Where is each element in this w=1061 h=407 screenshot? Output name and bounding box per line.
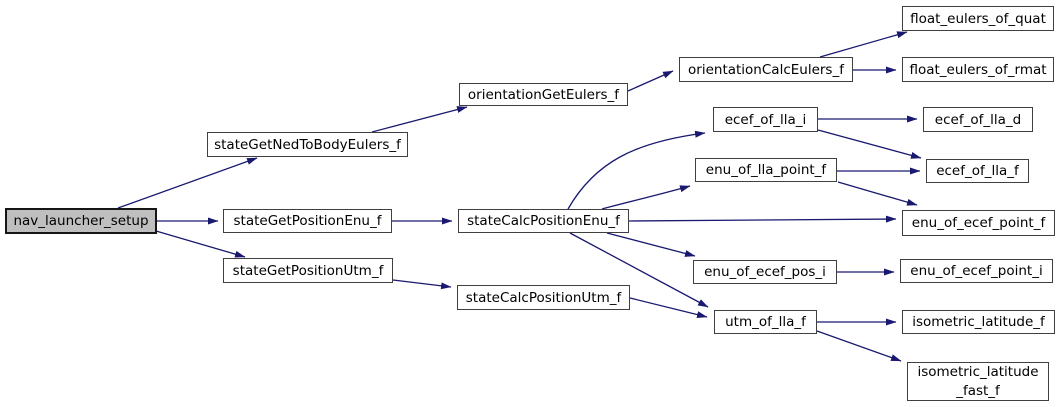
node-label: stateCalcPositionEnu_f [467,213,620,229]
node-isometric_latitude_f[interactable]: isometric_latitude_f [902,310,1055,334]
node-stateGetPositionEnu_f[interactable]: stateGetPositionEnu_f [223,209,392,233]
node-label: isometric_latitude _fast_f [917,364,1039,399]
edge-stateCalcPositionEnu_f-to-enu_of_lla_point_f [601,185,691,210]
node-ecef_of_lla_d[interactable]: ecef_of_lla_d [923,107,1033,132]
node-float_eulers_of_rmat[interactable]: float_eulers_of_rmat [902,57,1054,82]
node-label: stateGetNedToBodyEulers_f [214,136,401,153]
node-label: float_eulers_of_rmat [909,61,1047,78]
edge-utm_of_lla_f-to-isometric_latitude_fast_f [816,330,902,362]
node-label: orientationCalcEulers_f [688,61,844,78]
edge-orientationCalcEulers_f-to-float_eulers_of_quat [819,31,908,58]
node-ecef_of_lla_f[interactable]: ecef_of_lla_f [926,159,1029,183]
node-ecef_of_lla_i[interactable]: ecef_of_lla_i [713,107,818,132]
node-enu_of_ecef_point_f[interactable]: enu_of_ecef_point_f [902,210,1055,236]
edge-nav_launcher_setup-to-stateGetNedToBodyEulers_f [117,157,258,209]
node-label: float_eulers_of_quat [910,10,1046,27]
node-label: enu_of_ecef_pos_i [704,264,826,280]
edge-enu_of_lla_point_f-to-enu_of_ecef_point_f [837,181,918,206]
node-label: ecef_of_lla_d [934,111,1022,128]
edge-stateCalcPositionEnu_f-to-ecef_of_lla_i [567,130,706,210]
edge-stateCalcPositionEnu_f-to-enu_of_ecef_pos_i [606,232,696,257]
node-label: utm_of_lla_f [725,314,806,330]
node-orientationCalcEulers_f[interactable]: orientationCalcEulers_f [679,57,853,82]
edge-stateCalcPositionEnu_f-to-enu_of_ecef_point_f [628,215,897,223]
node-label: enu_of_ecef_point_i [910,263,1043,279]
edge-ecef_of_lla_i-to-ecef_of_lla_f [817,129,922,159]
edge-nav_launcher_setup-to-stateGetPositionUtm_f [155,230,246,258]
node-label: enu_of_lla_point_f [705,162,827,178]
node-utm_of_lla_f[interactable]: utm_of_lla_f [714,310,817,334]
node-float_eulers_of_quat[interactable]: float_eulers_of_quat [902,6,1054,31]
node-label: ecef_of_lla_f [936,163,1019,179]
edge-stateCalcPositionEnu_f-to-utm_of_lla_f [569,232,709,308]
node-stateCalcPositionEnu_f[interactable]: stateCalcPositionEnu_f [458,209,629,233]
node-label: stateCalcPositionUtm_f [465,289,622,306]
node-enu_of_lla_point_f[interactable]: enu_of_lla_point_f [695,158,837,182]
node-enu_of_ecef_point_i[interactable]: enu_of_ecef_point_i [900,259,1053,283]
node-label: nav_launcher_setup [13,213,149,229]
node-label: isometric_latitude_f [912,314,1045,330]
edge-orientationGetEulers_f-to-orientationCalcEulers_f [627,70,674,92]
edge-stateGetPositionUtm_f-to-stateCalcPositionUtm_f [392,279,452,290]
node-stateGetNedToBodyEulers_f[interactable]: stateGetNedToBodyEulers_f [207,132,408,157]
edge-stateGetNedToBodyEulers_f-to-orientationGetEulers_f [371,106,468,133]
node-label: stateGetPositionUtm_f [232,262,384,279]
node-label: orientationGetEulers_f [467,86,620,103]
node-orientationGetEulers_f[interactable]: orientationGetEulers_f [459,83,628,106]
node-enu_of_ecef_pos_i[interactable]: enu_of_ecef_pos_i [693,260,837,284]
node-label: enu_of_ecef_point_f [911,215,1046,231]
node-isometric_latitude_fast_f[interactable]: isometric_latitude _fast_f [907,362,1049,401]
node-label: ecef_of_lla_i [724,111,807,128]
edge-stateCalcPositionUtm_f-to-utm_of_lla_f [629,297,708,319]
node-stateCalcPositionUtm_f[interactable]: stateCalcPositionUtm_f [457,285,630,310]
node-nav_launcher_setup: nav_launcher_setup [5,208,157,234]
node-stateGetPositionUtm_f[interactable]: stateGetPositionUtm_f [223,258,393,283]
node-label: stateGetPositionEnu_f [233,213,382,229]
